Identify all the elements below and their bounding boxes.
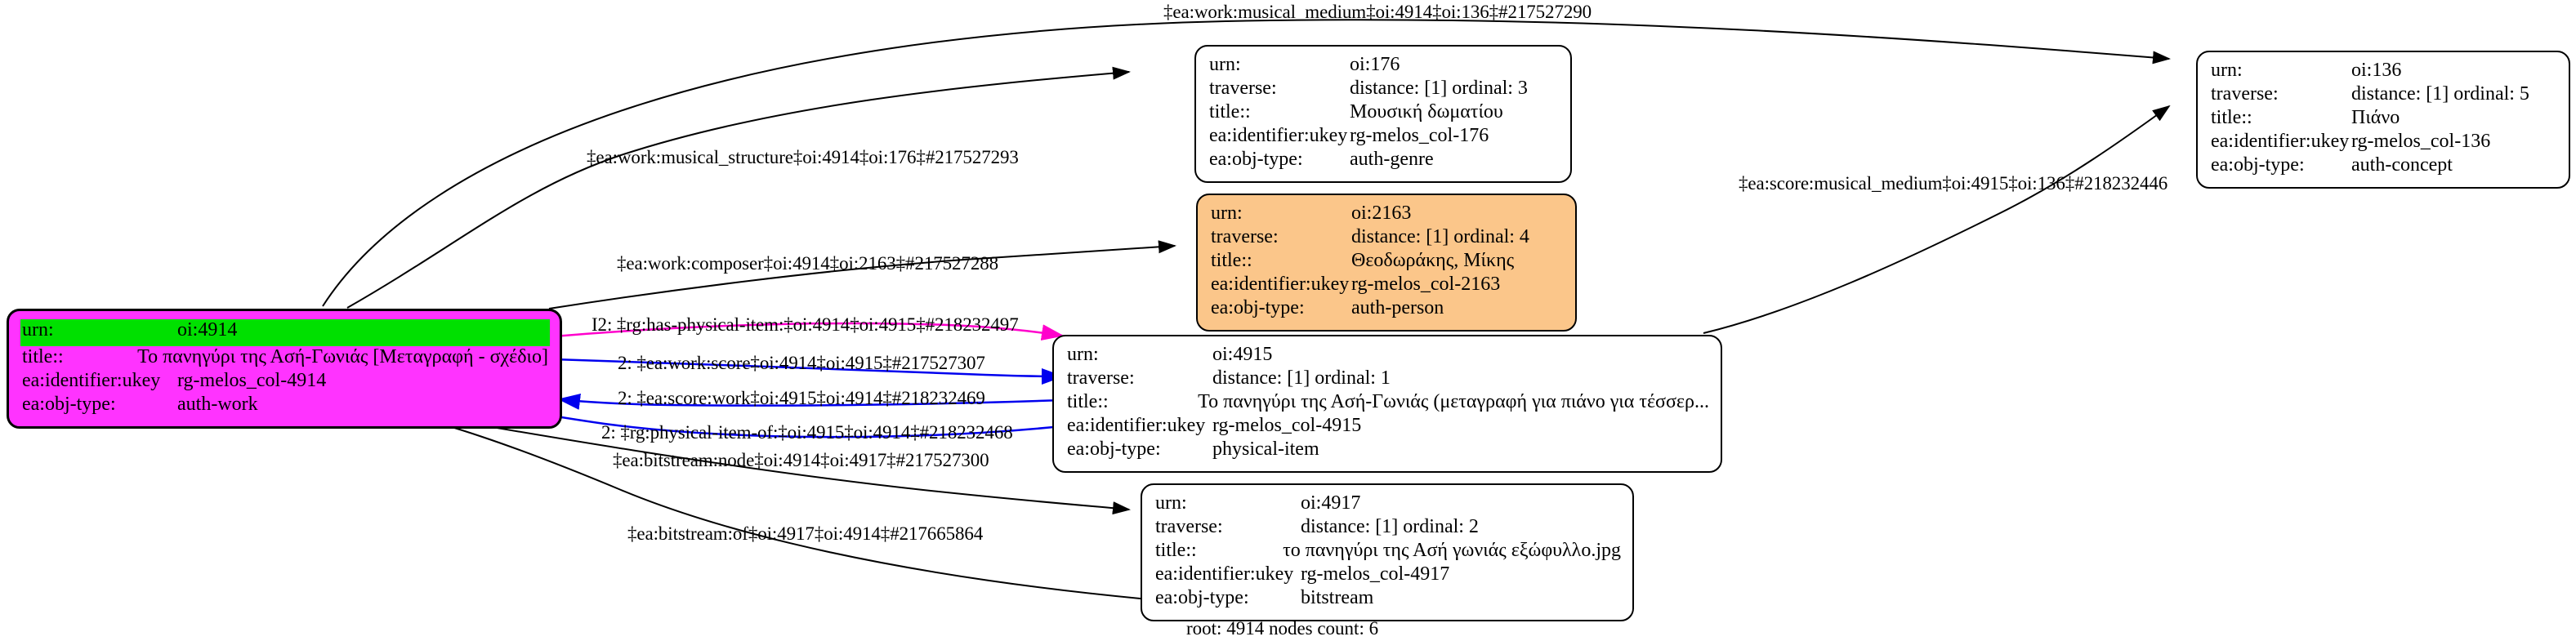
edge-label-has-physical-item: I2: ‡rg:has-physical-item:‡oi:4914‡oi:49… xyxy=(592,314,1019,335)
edge-path-score-musical-medium xyxy=(1703,105,2171,334)
node-field-objtype: ea:obj-type: auth-work xyxy=(22,394,258,415)
node-oi-136[interactable]: urn: oi:136 traverse: distance: [1] ordi… xyxy=(2196,51,2570,189)
node-oi-176[interactable]: urn: oi:176 traverse: distance: [1] ordi… xyxy=(1194,45,1572,183)
edge-label-physical-item-of: 2: ‡rg:physical-item-of:‡oi:4915‡oi:4914… xyxy=(601,422,1013,443)
node-field-identifier: ea:identifier:ukey rg-melos_col-176 xyxy=(1209,125,1489,146)
node-oi-4915[interactable]: urn: oi:4915 traverse: distance: [1] ord… xyxy=(1052,335,1722,473)
node-field-objtype: ea:obj-type: bitstream xyxy=(1155,587,1374,608)
edge-label-work-musical-structure: ‡ea:work:musical_structure‡oi:4914‡oi:17… xyxy=(587,147,1019,167)
node-field-urn: urn: oi:176 xyxy=(1209,54,1400,75)
node-field-traverse: traverse: distance: [1] ordinal: 2 xyxy=(1155,516,1479,537)
node-field-traverse: traverse: distance: [1] ordinal: 5 xyxy=(2211,83,2529,105)
node-field-title: title:: το πανηγύρι της Ασή γωνιάς εξώφυ… xyxy=(1155,540,1621,561)
node-field-urn: urn: oi:136 xyxy=(2211,60,2402,81)
edge-label-work-score: 2: ‡ea:work:score‡oi:4914‡oi:4915‡#21752… xyxy=(618,353,985,373)
node-field-urn: urn: oi:4917 xyxy=(1155,492,1361,514)
node-field-urn: urn: oi:2163 xyxy=(1211,203,1412,224)
edge-label-score-work: 2: ‡ea:score:work‡oi:4915‡oi:4914‡#21823… xyxy=(618,388,985,408)
edge-label-work-composer: ‡ea:work:composer‡oi:4914‡oi:2163‡#21752… xyxy=(617,253,999,274)
node-field-objtype: ea:obj-type: auth-genre xyxy=(1209,149,1434,170)
node-oi-4917[interactable]: urn: oi:4917 traverse: distance: [1] ord… xyxy=(1141,483,1634,621)
node-field-urn: urn: oi:4915 xyxy=(1067,344,1273,365)
node-field-title: title:: Το πανηγύρι της Ασή-Γωνιάς (μετα… xyxy=(1067,391,1709,412)
node-field-title: title:: Το πανηγύρι της Ασή-Γωνιάς [Μετα… xyxy=(22,346,548,367)
node-field-identifier: ea:identifier:ukey rg-melos_col-4917 xyxy=(1155,563,1450,585)
edge-label-score-musical-medium: ‡ea:score:musical_medium‡oi:4915‡oi:136‡… xyxy=(1739,173,2168,194)
node-field-title: title:: Θεοδωράκης, Μίκης xyxy=(1211,250,1515,271)
node-field-identifier: ea:identifier:ukey rg-melos_col-2163 xyxy=(1211,274,1501,295)
node-field-title: title:: Πιάνο xyxy=(2211,107,2400,128)
edge-label-work-musical-medium: ‡ea:work:musical_medium‡oi:4914‡oi:136‡#… xyxy=(1163,2,1592,22)
node-oi-2163[interactable]: urn: oi:2163 traverse: distance: [1] ord… xyxy=(1196,194,1577,332)
node-field-urn: urn: oi:4914 xyxy=(20,319,550,346)
node-field-identifier: ea:identifier:ukey rg-melos_col-136 xyxy=(2211,131,2491,152)
edge-label-bitstream-node: ‡ea:bitstream:node‡oi:4914‡oi:4917‡#2175… xyxy=(613,450,989,470)
node-field-objtype: ea:obj-type: auth-person xyxy=(1211,297,1444,318)
node-field-objtype: ea:obj-type: auth-concept xyxy=(2211,154,2453,176)
node-field-traverse: traverse: distance: [1] ordinal: 4 xyxy=(1211,226,1529,247)
node-field-title: title:: Μουσική δωματίου xyxy=(1209,101,1503,122)
node-field-traverse: traverse: distance: [1] ordinal: 1 xyxy=(1067,367,1391,389)
node-field-identifier: ea:identifier:ukey rg-melos_col-4915 xyxy=(1067,415,1362,436)
node-field-traverse: traverse: distance: [1] ordinal: 3 xyxy=(1209,78,1528,99)
node-field-objtype: ea:obj-type: physical-item xyxy=(1067,438,1319,460)
node-oi-4914[interactable]: urn: oi:4914 title:: Το πανηγύρι της Ασή… xyxy=(7,309,562,429)
graph-caption: root: 4914 nodes count: 6 xyxy=(1186,618,1379,639)
node-field-identifier: ea:identifier:ukey rg-melos_col-4914 xyxy=(22,370,327,391)
edge-label-bitstream-of: ‡ea:bitstream:of‡oi:4917‡oi:4914‡#217665… xyxy=(627,523,984,544)
